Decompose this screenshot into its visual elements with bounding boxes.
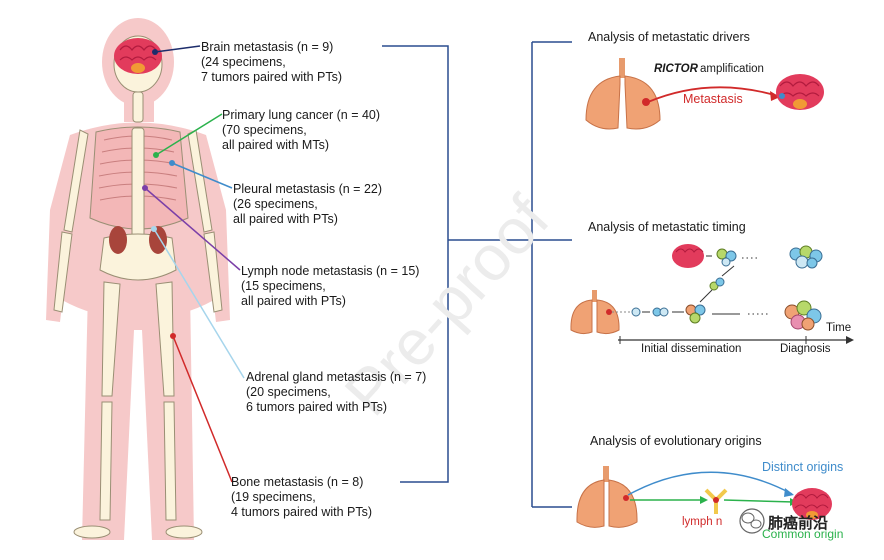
lung-line: [155, 113, 223, 156]
pleura-line: [171, 162, 233, 189]
brain-small-cluster: [716, 248, 737, 267]
lymph-line: [144, 187, 241, 271]
bone-line: [172, 335, 233, 483]
timing-brain-icon: [672, 244, 704, 268]
initial-dissemination-label: Initial dissemination: [641, 343, 742, 355]
brain-icon: [114, 38, 162, 74]
common-origin-arrow: [723, 499, 795, 503]
origins-lungs-icon: [576, 466, 638, 528]
timing-lungs-icon: [570, 290, 620, 335]
lymph-label: Lymph node metastasis (n = 15)(15 specim…: [241, 264, 420, 308]
diagnosis-label: Diagnosis: [780, 343, 831, 355]
pleural-label: Pleural metastasis (n = 22)(26 specimens…: [233, 182, 383, 226]
medium-cluster: [685, 304, 706, 324]
origins-title: Analysis of evolutionary origins: [590, 434, 762, 448]
lymph-node-label: lymph n: [682, 516, 723, 528]
drivers-lungs-icon: [585, 58, 661, 130]
metastasis-text: Metastasis: [683, 92, 743, 106]
time-label: Time: [826, 322, 852, 334]
brain-line: [154, 45, 201, 53]
adrenal-label: Adrenal gland metastasis (n = 7)(20 spec…: [246, 370, 427, 414]
large-tumor-cluster: [784, 300, 822, 331]
origins-brain-icon: [792, 488, 832, 520]
common-origin-label: Common origin: [762, 527, 844, 541]
wechat-account-label: 肺癌前沿: [768, 515, 829, 532]
drivers-title: Analysis of metastatic drivers: [588, 30, 750, 44]
adrenal-line: [153, 228, 245, 379]
metastasis-arrow: [647, 86, 779, 103]
small-cluster: [652, 307, 669, 317]
drivers-brain-icon: [776, 74, 824, 110]
summary-bracket: [382, 41, 572, 508]
right-kidney: [149, 226, 167, 254]
amplification-text: amplification: [700, 63, 764, 75]
left-kidney: [109, 226, 127, 254]
single-cell: [631, 307, 641, 317]
rictor-gene: RICTOR: [654, 63, 698, 75]
lymph-node-icon: [704, 488, 728, 514]
brain-large-cluster: [789, 245, 823, 269]
brain-label: Brain metastasis (n = 9)(24 specimens,7 …: [201, 40, 343, 84]
timing-title: Analysis of metastatic timing: [588, 220, 746, 234]
distinct-origins-arrow: [627, 471, 793, 496]
bone-label: Bone metastasis (n = 8)(19 specimens,4 t…: [231, 475, 373, 519]
distinct-origins-label: Distinct origins: [762, 460, 844, 474]
branch-cluster: [709, 277, 725, 291]
wechat-logo-icon: [739, 508, 765, 534]
lung-label: Primary lung cancer (n = 40)(70 specimen…: [222, 108, 381, 152]
